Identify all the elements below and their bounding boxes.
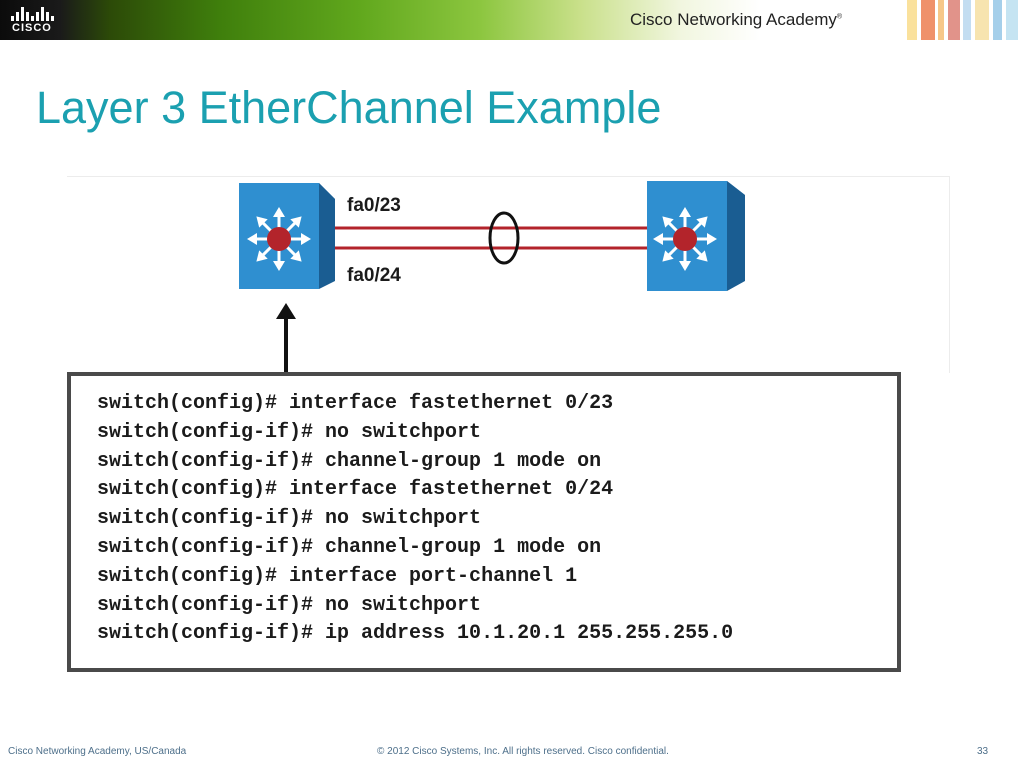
config-line: switch(config-if)# no switchport xyxy=(97,507,482,531)
page-number: 33 xyxy=(977,746,989,757)
academy-label: Cisco Networking Academy® xyxy=(630,10,843,29)
right-switch-icon xyxy=(647,181,745,291)
left-switch-icon xyxy=(239,183,335,289)
header-banner: CISCO Cisco Networking Academy® xyxy=(0,0,1024,40)
config-line: switch(config)# interface fastethernet 0… xyxy=(97,478,614,502)
config-line: switch(config-if)# ip address 10.1.20.1 … xyxy=(97,622,734,646)
config-line: switch(config)# interface port-channel 1 xyxy=(97,564,578,588)
config-commands-box: switch(config)# interface fastethernet 0… xyxy=(67,372,901,672)
etherchannel-bundle-icon xyxy=(488,211,520,265)
link-label-fa0-23: fa0/23 xyxy=(347,195,401,216)
brand-stripes-icon xyxy=(907,0,1018,40)
config-line: switch(config-if)# no switchport xyxy=(97,593,482,617)
footer-copyright: © 2012 Cisco Systems, Inc. All rights re… xyxy=(377,746,669,757)
link-label-fa0-24: fa0/24 xyxy=(347,265,401,286)
config-line: switch(config-if)# channel-group 1 mode … xyxy=(97,449,602,473)
config-line: switch(config-if)# channel-group 1 mode … xyxy=(97,535,602,559)
cisco-logo: CISCO xyxy=(8,4,64,36)
cisco-bars-icon xyxy=(11,5,54,21)
footer-organization: Cisco Networking Academy, US/Canada xyxy=(8,746,187,757)
cisco-logo-text: CISCO xyxy=(12,22,52,34)
slide-title: Layer 3 EtherChannel Example xyxy=(36,82,662,133)
pointer-arrow-icon xyxy=(276,303,296,373)
config-line: switch(config-if)# no switchport xyxy=(97,420,482,444)
config-line: switch(config)# interface fastethernet 0… xyxy=(97,392,614,415)
topology-diagram: fa0/23 fa0/24 xyxy=(67,176,950,373)
